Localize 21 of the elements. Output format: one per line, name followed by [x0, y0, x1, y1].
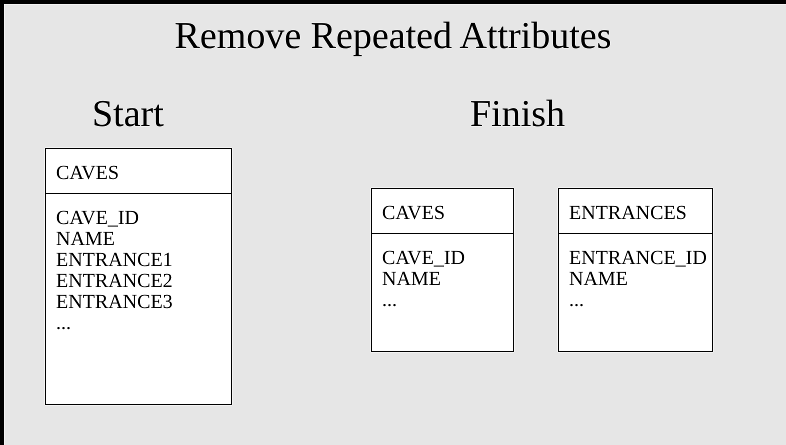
attribute-name: CAVE_ID: [56, 208, 139, 229]
attribute-name: ...: [382, 290, 397, 311]
entity-box: [45, 148, 232, 405]
attribute-name: ...: [569, 290, 584, 311]
entity-box: [558, 188, 713, 352]
section-heading: Finish: [470, 92, 566, 136]
section-heading: Start: [92, 92, 164, 136]
entity-box: [371, 188, 514, 352]
attribute-name: NAME: [382, 269, 441, 290]
attribute-name: ENTRANCE1: [56, 250, 173, 271]
entity-name: CAVES: [56, 162, 119, 184]
attribute-name: NAME: [56, 229, 115, 250]
entity-name: ENTRANCES: [569, 202, 687, 224]
attribute-name: CAVE_ID: [382, 248, 465, 269]
entity-name: CAVES: [382, 202, 445, 224]
attribute-name: NAME: [569, 269, 628, 290]
attribute-name: ENTRANCE_ID: [569, 248, 707, 269]
title: Remove Repeated Attributes: [174, 14, 612, 58]
attribute-name: ...: [56, 313, 71, 334]
attribute-name: ENTRANCE2: [56, 271, 173, 292]
attribute-name: ENTRANCE3: [56, 292, 173, 313]
